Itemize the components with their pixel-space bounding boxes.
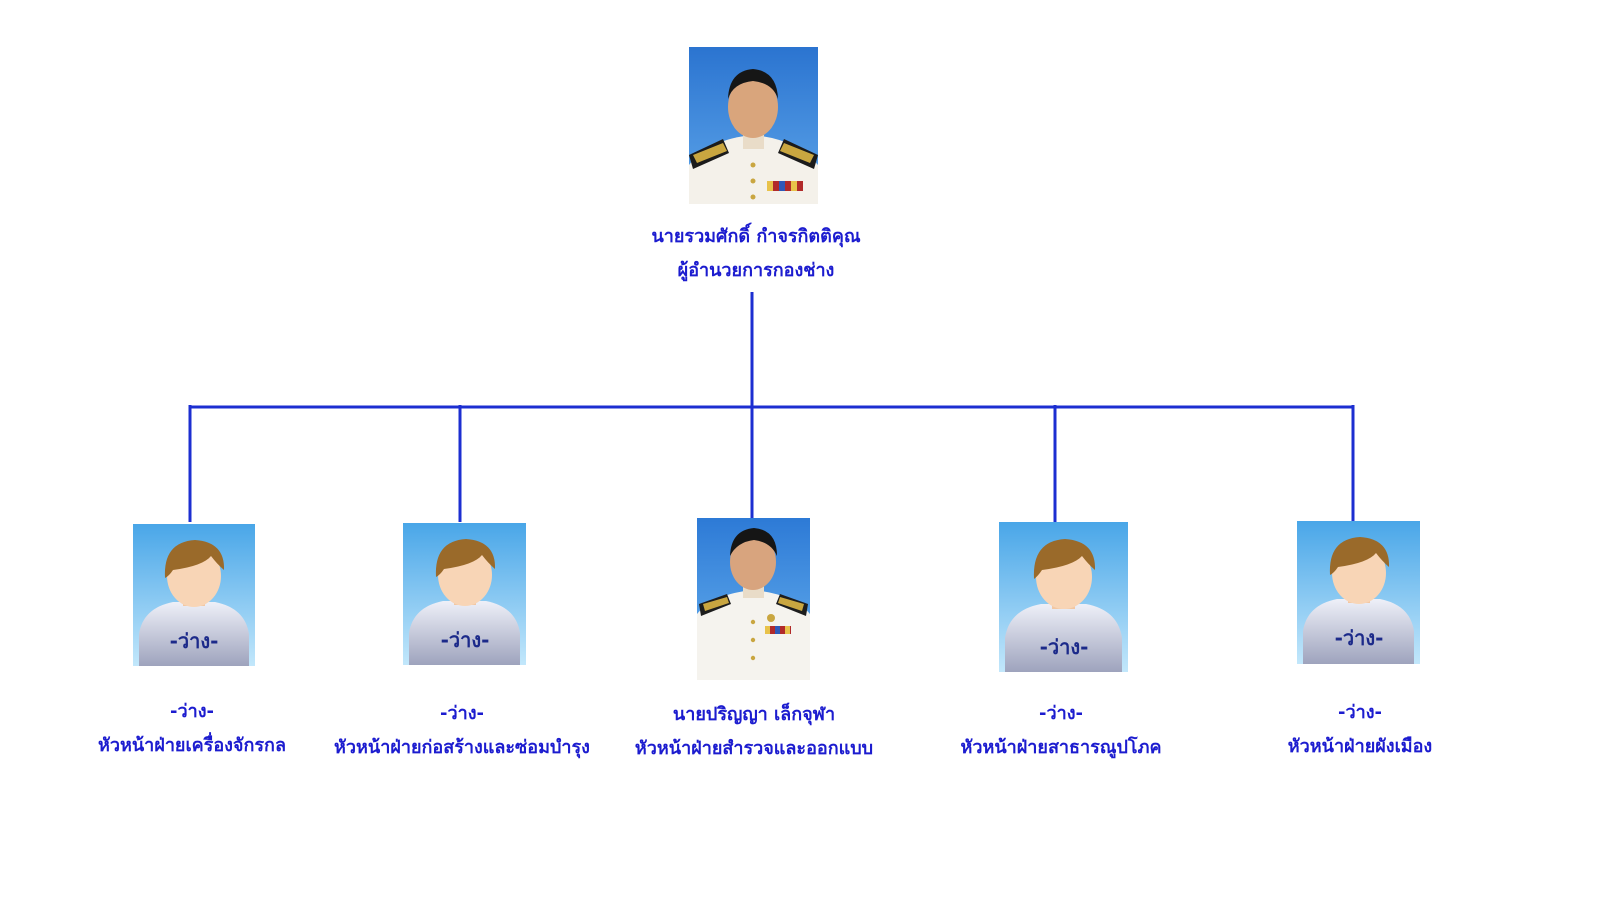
- staff-3-position: หัวหน้าฝ่ายสำรวจและออกแบบ: [634, 738, 874, 759]
- staff-1-photo: -ว่าง-: [133, 524, 255, 666]
- staff-5-position: หัวหน้าฝ่ายผังเมือง: [1287, 736, 1433, 757]
- staff-2-photo-label: -ว่าง-: [441, 628, 490, 652]
- staff-1-name: -ว่าง-: [170, 701, 214, 722]
- staff-2-name: -ว่าง-: [440, 703, 484, 724]
- staff-1-photo-label: -ว่าง-: [170, 629, 219, 653]
- director-position: ผู้อำนวยการกองช่าง: [677, 260, 835, 281]
- director-photo: [689, 47, 818, 204]
- staff-5-photo: -ว่าง-: [1297, 521, 1420, 664]
- staff-4-caption: -ว่าง- หัวหน้าฝ่ายสาธารณูปโภค: [960, 697, 1161, 765]
- staff-2-caption: -ว่าง- หัวหน้าฝ่ายก่อสร้างและซ่อมบำรุง: [334, 697, 590, 765]
- staff-4-photo: -ว่าง-: [999, 522, 1128, 672]
- staff-3-photo: [697, 518, 810, 680]
- staff-4-position: หัวหน้าฝ่ายสาธารณูปโภค: [960, 737, 1162, 758]
- staff-4-name: -ว่าง-: [1039, 703, 1083, 724]
- staff-1-position: หัวหน้าฝ่ายเครื่องจักรกล: [98, 735, 286, 756]
- staff-2-photo: -ว่าง-: [403, 523, 526, 665]
- staff-2-position: หัวหน้าฝ่ายก่อสร้างและซ่อมบำรุง: [334, 737, 590, 758]
- staff-5-caption: -ว่าง- หัวหน้าฝ่ายผังเมือง: [1288, 696, 1432, 764]
- director-name: นายรวมศักดิ์ กำจรกิตติคุณ: [651, 226, 861, 247]
- staff-3-caption: นายปริญญา เล็กจุฬา หัวหน้าฝ่ายสำรวจและออ…: [635, 698, 873, 766]
- staff-3-name: นายปริญญา เล็กจุฬา: [672, 704, 836, 725]
- staff-5-name: -ว่าง-: [1338, 702, 1382, 723]
- director-caption: นายรวมศักดิ์ กำจรกิตติคุณ ผู้อำนวยการกอง…: [651, 220, 860, 288]
- staff-4-photo-label: -ว่าง-: [1040, 635, 1089, 659]
- staff-1-caption: -ว่าง- หัวหน้าฝ่ายเครื่องจักรกล: [98, 695, 286, 763]
- staff-5-photo-label: -ว่าง-: [1335, 626, 1384, 650]
